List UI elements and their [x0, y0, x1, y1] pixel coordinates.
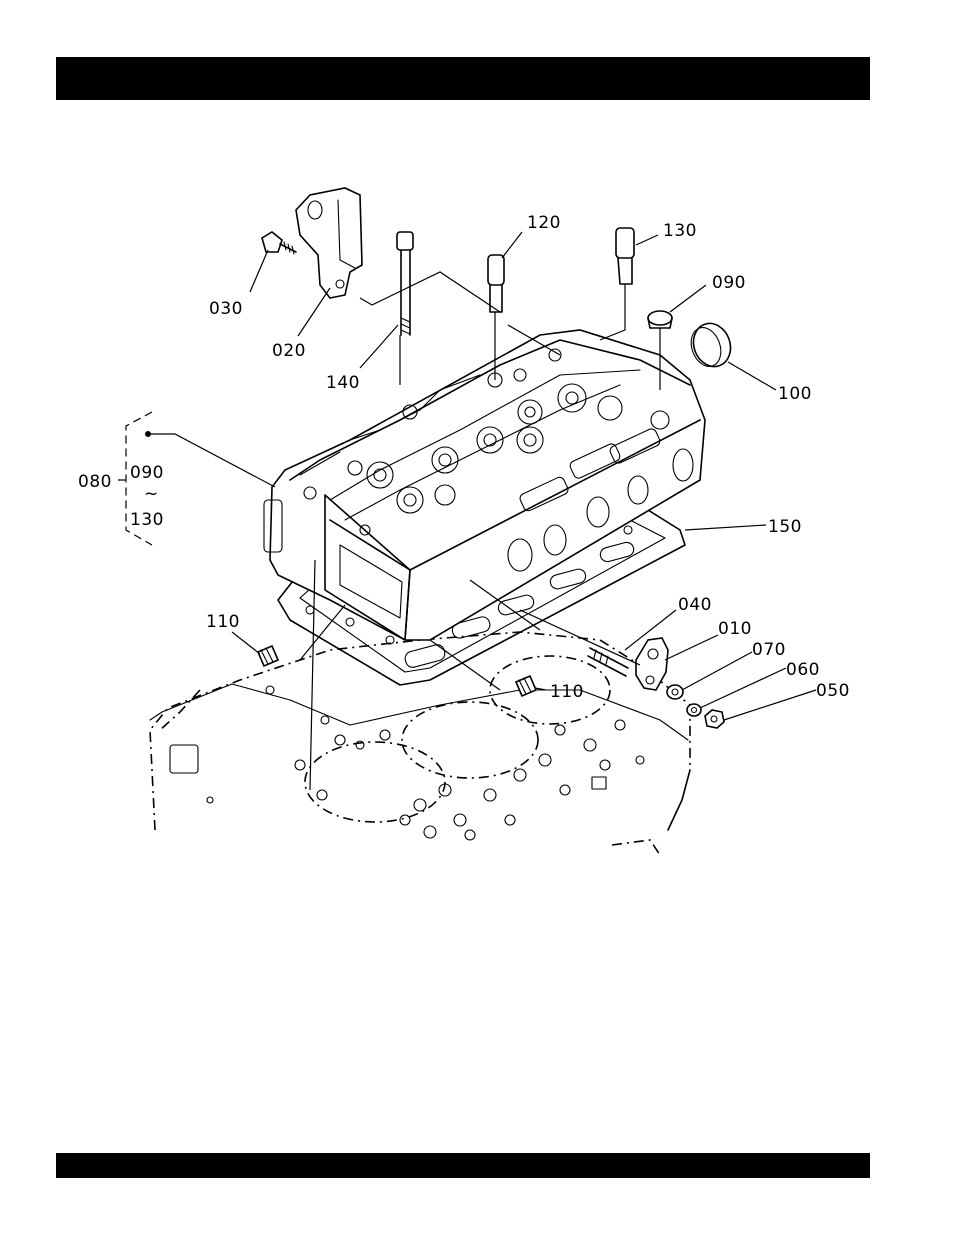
- nut-050: [705, 710, 724, 728]
- callout-050: 050: [816, 681, 850, 701]
- callout-100: 100: [778, 384, 812, 404]
- callout-140: 140: [326, 373, 360, 393]
- callout-120: 120: [527, 213, 561, 233]
- lifting-bracket: [296, 188, 362, 298]
- washer-070: [667, 685, 683, 699]
- callout-080-range-separator: ~: [144, 484, 159, 504]
- callout-070: 070: [752, 640, 786, 660]
- cap-090: [648, 311, 672, 328]
- plug-100: [686, 318, 736, 372]
- callout-010: 010: [718, 619, 752, 639]
- head-bolt: [397, 232, 413, 335]
- plug-110-left: [258, 646, 278, 666]
- glow-plug-sleeve-130: [616, 228, 634, 284]
- callout-040: 040: [678, 595, 712, 615]
- glow-plug-sleeve-120: [488, 255, 504, 312]
- callout-110-right: 110: [550, 682, 584, 702]
- callout-080-range-end: 130: [130, 510, 164, 530]
- lock-washer-060: [687, 704, 701, 716]
- callout-110-left: 110: [206, 612, 240, 632]
- callout-150: 150: [768, 517, 802, 537]
- callout-080: 080: [78, 472, 112, 492]
- callout-030: 030: [209, 299, 243, 319]
- stud-040: [588, 648, 628, 676]
- callout-090: 090: [712, 273, 746, 293]
- plug-110-right: [516, 676, 536, 696]
- callout-060: 060: [786, 660, 820, 680]
- callout-130-top: 130: [663, 221, 697, 241]
- callout-080-range-start: 090: [130, 463, 164, 483]
- callout-020: 020: [272, 341, 306, 361]
- hanger-plate-010: [636, 638, 668, 690]
